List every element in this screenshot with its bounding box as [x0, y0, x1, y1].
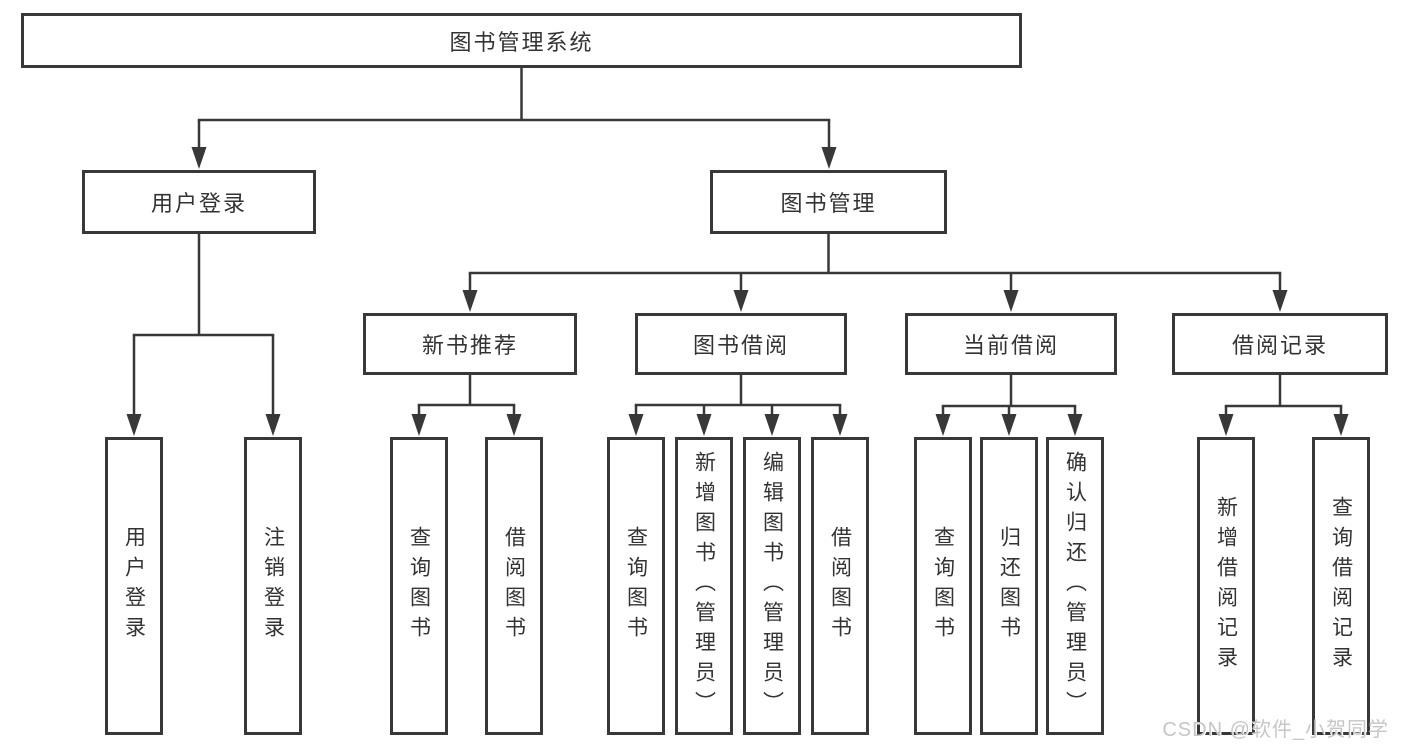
arrow-down-icon: [1067, 414, 1083, 436]
leaf-query-borrow-record: 查询借阅记录: [1312, 437, 1370, 735]
leaf-label: 查询图书: [931, 526, 955, 646]
node-borrowing-records-label: 借阅记录: [1231, 333, 1328, 358]
leaf-borrow-books: 借阅图书: [811, 437, 869, 735]
arrow-down-icon: [696, 414, 712, 436]
arrow-down-icon: [1003, 290, 1019, 312]
leaf-label: 归还图书: [997, 526, 1021, 646]
arrow-down-icon: [265, 414, 281, 436]
leaf-label: 查询图书: [407, 526, 431, 646]
leaf-logout: 注销登录: [244, 437, 302, 735]
leaf-add-books-admin: 新增图书（管理员）: [675, 437, 733, 735]
leaf-confirm-return-admin: 确认归还（管理员）: [1046, 437, 1104, 735]
leaf-query-books-borrowing: 查询图书: [607, 437, 665, 735]
leaf-edit-books-admin: 编辑图书（管理员）: [743, 437, 801, 735]
arrow-down-icon: [126, 414, 142, 436]
leaf-label: 用户登录: [122, 526, 146, 646]
arrow-down-icon: [1001, 414, 1017, 436]
node-user-login-label: 用户登录: [150, 191, 247, 216]
leaf-label: 新增图书（管理员）: [692, 451, 716, 721]
leaf-label: 查询借阅记录: [1329, 496, 1353, 676]
arrow-down-icon: [764, 414, 780, 436]
arrow-down-icon: [1333, 414, 1349, 436]
node-book-borrowing: 图书借阅: [635, 313, 847, 375]
node-root: 图书管理系统: [21, 13, 1022, 68]
arrow-down-icon: [1272, 290, 1288, 312]
arrow-down-icon: [1218, 414, 1234, 436]
node-new-book-recommend: 新书推荐: [363, 313, 577, 375]
arrow-down-icon: [733, 290, 749, 312]
arrow-down-icon: [462, 290, 478, 312]
node-book-management-label: 图书管理: [780, 191, 877, 216]
leaf-label: 借阅图书: [502, 526, 526, 646]
node-user-login: 用户登录: [82, 170, 316, 234]
leaf-return-books: 归还图书: [980, 437, 1038, 735]
leaf-label: 确认归还（管理员）: [1063, 451, 1087, 721]
leaf-borrow-books-recommend: 借阅图书: [485, 437, 543, 735]
node-book-management: 图书管理: [710, 170, 947, 234]
node-borrowing-records: 借阅记录: [1172, 313, 1388, 375]
arrow-down-icon: [191, 147, 207, 169]
leaf-label: 注销登录: [261, 526, 285, 646]
arrow-down-icon: [935, 414, 951, 436]
leaf-label: 查询图书: [624, 526, 648, 646]
arrow-down-icon: [411, 414, 427, 436]
leaf-query-books-current: 查询图书: [914, 437, 972, 735]
node-new-book-recommend-label: 新书推荐: [421, 333, 518, 358]
watermark: CSDN @软件_小贺同学: [1162, 719, 1389, 741]
arrowheads: [126, 147, 1349, 436]
node-current-borrowing-label: 当前借阅: [962, 333, 1059, 358]
node-book-borrowing-label: 图书借阅: [692, 333, 789, 358]
arrow-down-icon: [628, 414, 644, 436]
leaf-label: 新增借阅记录: [1214, 496, 1238, 676]
leaf-label: 编辑图书（管理员）: [760, 451, 784, 721]
node-current-borrowing: 当前借阅: [905, 313, 1117, 375]
leaf-label: 借阅图书: [828, 526, 852, 646]
arrow-down-icon: [832, 414, 848, 436]
leaf-add-borrow-record: 新增借阅记录: [1197, 437, 1255, 735]
node-root-label: 图书管理系统: [449, 29, 594, 55]
leaf-query-books-recommend: 查询图书: [390, 437, 448, 735]
arrow-down-icon: [506, 414, 522, 436]
arrow-down-icon: [821, 147, 837, 169]
leaf-user-login: 用户登录: [105, 437, 163, 735]
